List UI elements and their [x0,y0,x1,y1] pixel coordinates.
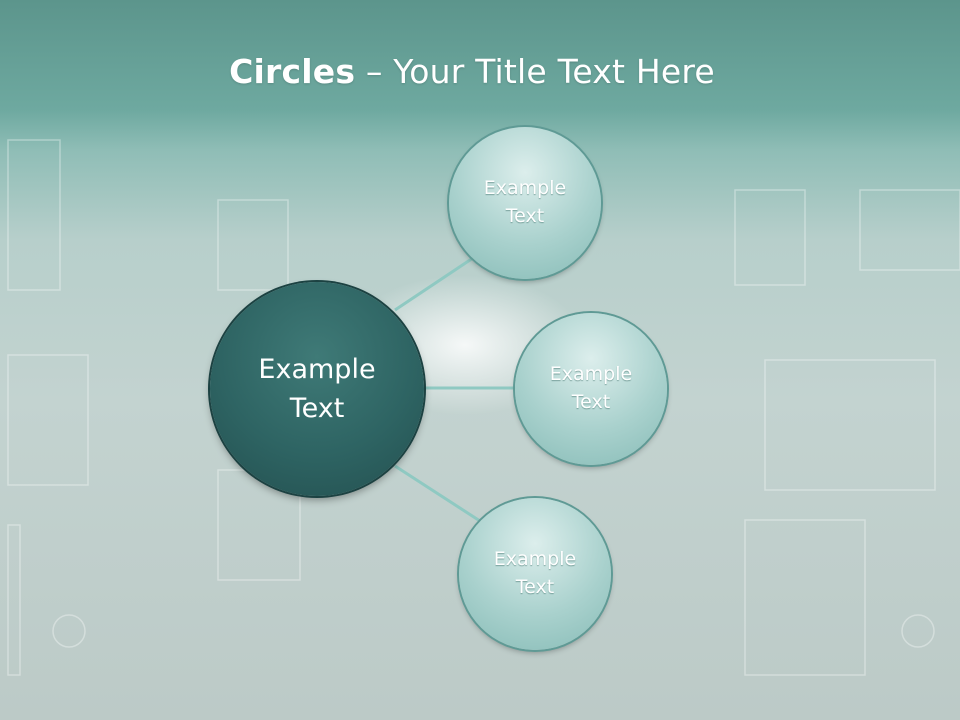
satellite-circle-middle: Example Text [515,313,667,465]
satellite-circle-label: Example Text [549,363,633,413]
center-circle-label: Example Text [258,353,376,424]
bg-ring [52,614,86,648]
title-rest: – Your Title Text Here [355,52,715,91]
satellite-circle-bottom: Example Text [459,498,611,650]
bg-code-panel [859,189,960,271]
title-bold: Circles [229,52,356,91]
satellite-circle-top: Example Text [449,127,601,279]
connector-line-bottom [394,464,481,523]
bg-code-panel [744,519,866,676]
connector-line-top [394,256,474,312]
bg-code-panel [7,139,61,291]
satellite-circle-label: Example Text [493,548,577,598]
satellite-circle-label: Example Text [483,177,567,227]
bg-code-panel [764,359,936,491]
bg-ring [901,614,935,648]
slide-title: Circles – Your Title Text Here [0,52,944,91]
bg-code-panel [7,524,21,676]
center-circle: Example Text [210,282,424,496]
bg-code-panel [734,189,806,286]
bg-code-panel [217,199,289,291]
bg-code-panel [7,354,89,486]
